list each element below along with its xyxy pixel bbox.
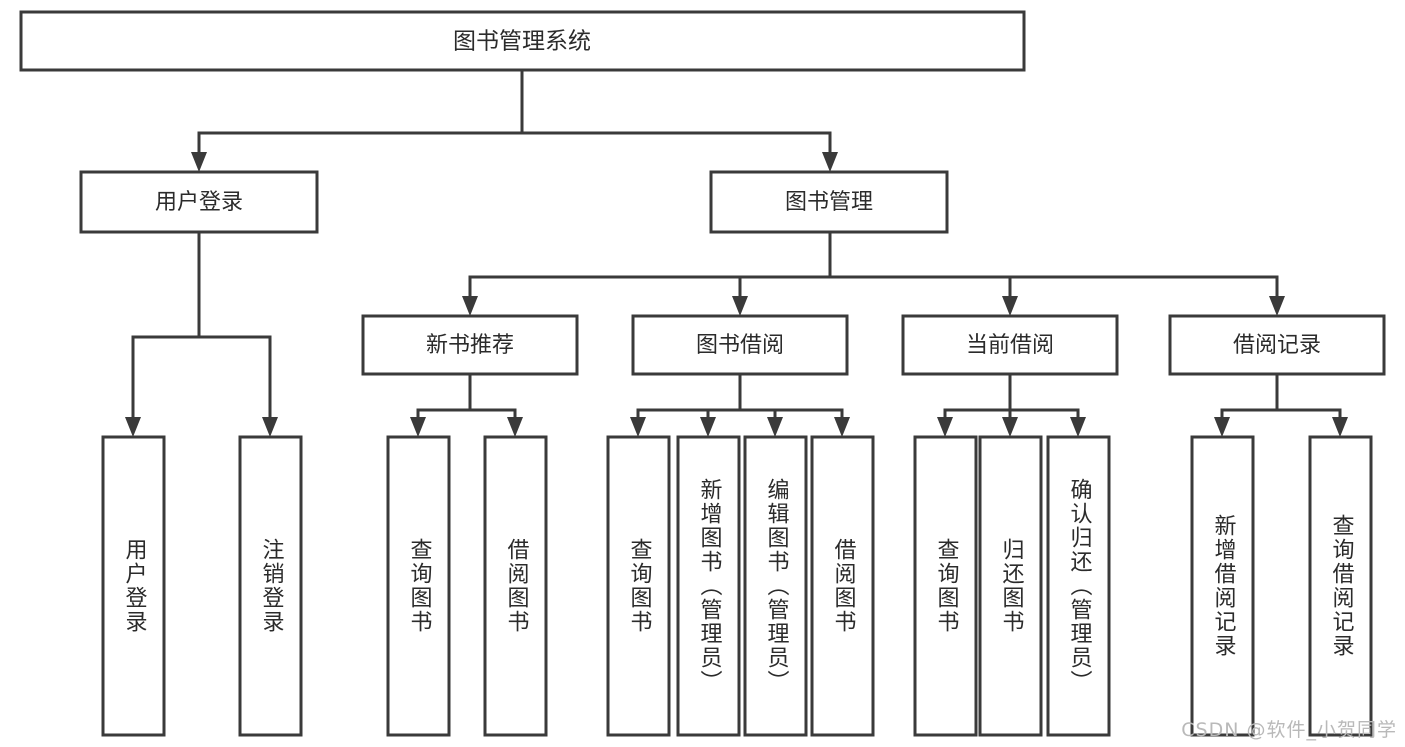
connector-currentborrow-to-leaves [937,372,1086,437]
node-current-borrow[interactable]: 当前借阅 [901,314,1119,376]
arrow-head-icon [822,152,838,172]
arrow-head-icon [1269,296,1285,316]
arrow-head-icon [507,417,523,437]
node-current-borrow-label: 当前借阅 [966,333,1054,358]
leaf-box-borrow-record-1[interactable] [1308,435,1373,737]
arrow-head-icon [1070,417,1086,437]
leaf-box-new-book-0[interactable] [386,435,451,737]
connector-borrowrecord-to-leaves [1214,372,1348,437]
arrow-head-icon [767,417,783,437]
connector-newbook-to-leaves [410,372,523,437]
arrow-head-icon [834,417,850,437]
node-root[interactable]: 图书管理系统 [19,10,1026,72]
leaf-box-current-borrow-1[interactable] [978,435,1043,737]
arrow-head-icon [191,152,207,172]
leaf-box-user-login-0[interactable] [101,435,166,737]
arrow-head-icon [462,296,478,316]
node-new-book-recommend[interactable]: 新书推荐 [361,314,579,376]
leaf-box-current-borrow-0[interactable] [913,435,978,737]
node-book-management[interactable]: 图书管理 [709,170,949,234]
connector-bookborrow-to-leaves [630,372,850,437]
node-book-borrow[interactable]: 图书借阅 [631,314,849,376]
leaf-box-user-login-1[interactable] [238,435,303,737]
node-book-borrow-label: 图书借阅 [696,333,784,358]
connector-userlogin-to-leaves [125,230,278,437]
leaf-box-book-borrow-3[interactable] [810,435,875,737]
arrow-head-icon [700,417,716,437]
node-new-book-recommend-label: 新书推荐 [426,333,514,358]
leaf-box-borrow-record-0[interactable] [1190,435,1255,737]
node-borrow-record-label: 借阅记录 [1233,333,1321,358]
arrow-head-icon [630,417,646,437]
arrow-head-icon [262,417,278,437]
arrow-head-icon [732,296,748,316]
arrow-head-icon [125,417,141,437]
leaf-box-new-book-1[interactable] [483,435,548,737]
connector-root-to-level2 [191,68,838,172]
node-book-management-label: 图书管理 [785,190,873,215]
leaf-box-book-borrow-1[interactable] [676,435,741,737]
leaf-box-current-borrow-2[interactable] [1046,435,1111,737]
arrow-head-icon [1002,296,1018,316]
arrow-head-icon [1002,417,1018,437]
node-user-login-label: 用户登录 [155,190,243,215]
arrow-head-icon [410,417,426,437]
arrow-head-icon [1214,417,1230,437]
node-root-label: 图书管理系统 [453,29,591,55]
connector-bookmgmt-to-level3 [462,230,1285,316]
arrow-head-icon [937,417,953,437]
leaf-box-book-borrow-2[interactable] [743,435,808,737]
node-user-login[interactable]: 用户登录 [79,170,319,234]
leaf-box-book-borrow-0[interactable] [606,435,671,737]
node-borrow-record[interactable]: 借阅记录 [1168,314,1386,376]
arrow-head-icon [1332,417,1348,437]
